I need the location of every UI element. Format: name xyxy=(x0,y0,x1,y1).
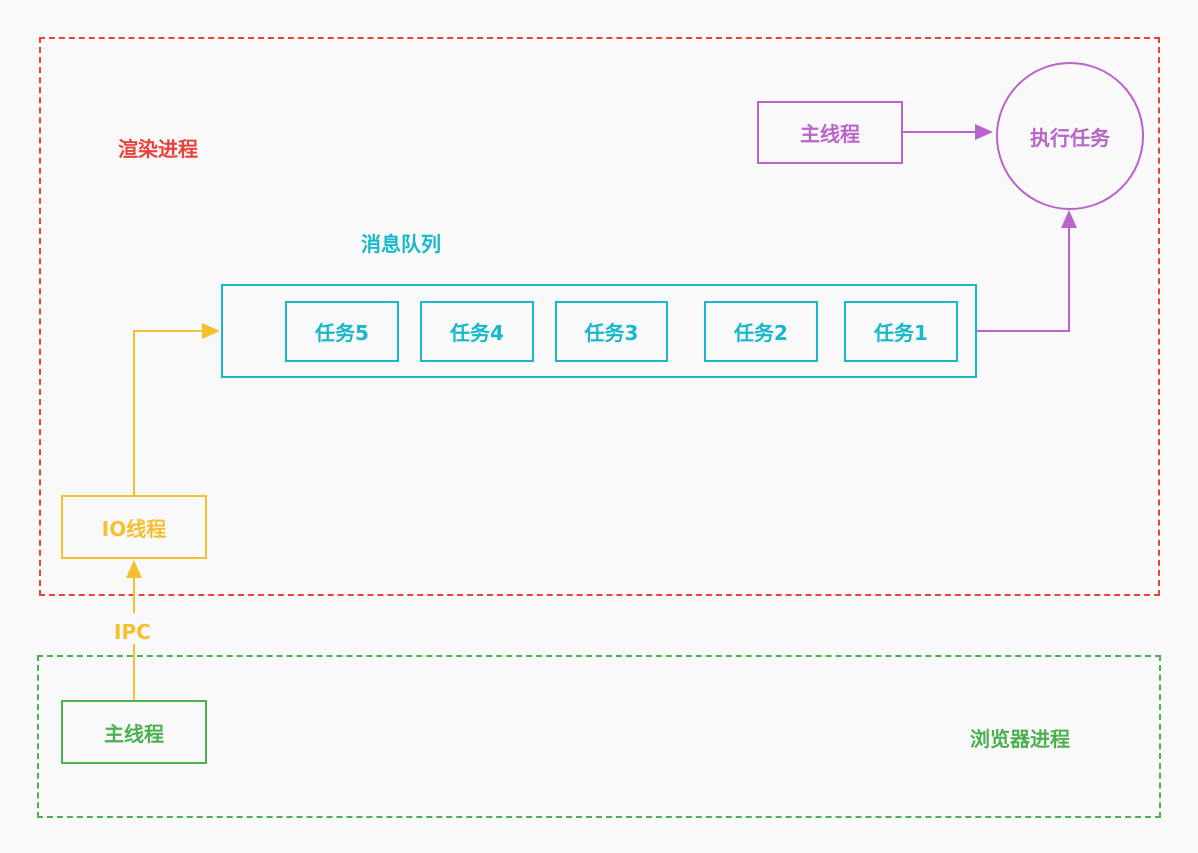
io-thread-box: IO线程 xyxy=(61,495,207,559)
execute-task-circle: 执行任务 xyxy=(996,62,1144,210)
browser-process-container xyxy=(37,655,1161,818)
render-process-label: 渲染进程 xyxy=(118,137,198,161)
render-process-container xyxy=(39,37,1160,596)
message-queue-label: 消息队列 xyxy=(361,232,441,256)
task-box: 任务2 xyxy=(704,301,818,362)
task-box: 任务5 xyxy=(285,301,399,362)
task-box: 任务3 xyxy=(555,301,668,362)
message-queue-box xyxy=(221,284,977,378)
browser-main-thread-box: 主线程 xyxy=(61,700,207,764)
browser-process-label: 浏览器进程 xyxy=(970,727,1070,751)
ipc-label: IPC xyxy=(114,620,151,644)
task-box: 任务4 xyxy=(420,301,534,362)
task-box: 任务1 xyxy=(844,301,958,362)
render-main-thread-box: 主线程 xyxy=(757,101,903,164)
